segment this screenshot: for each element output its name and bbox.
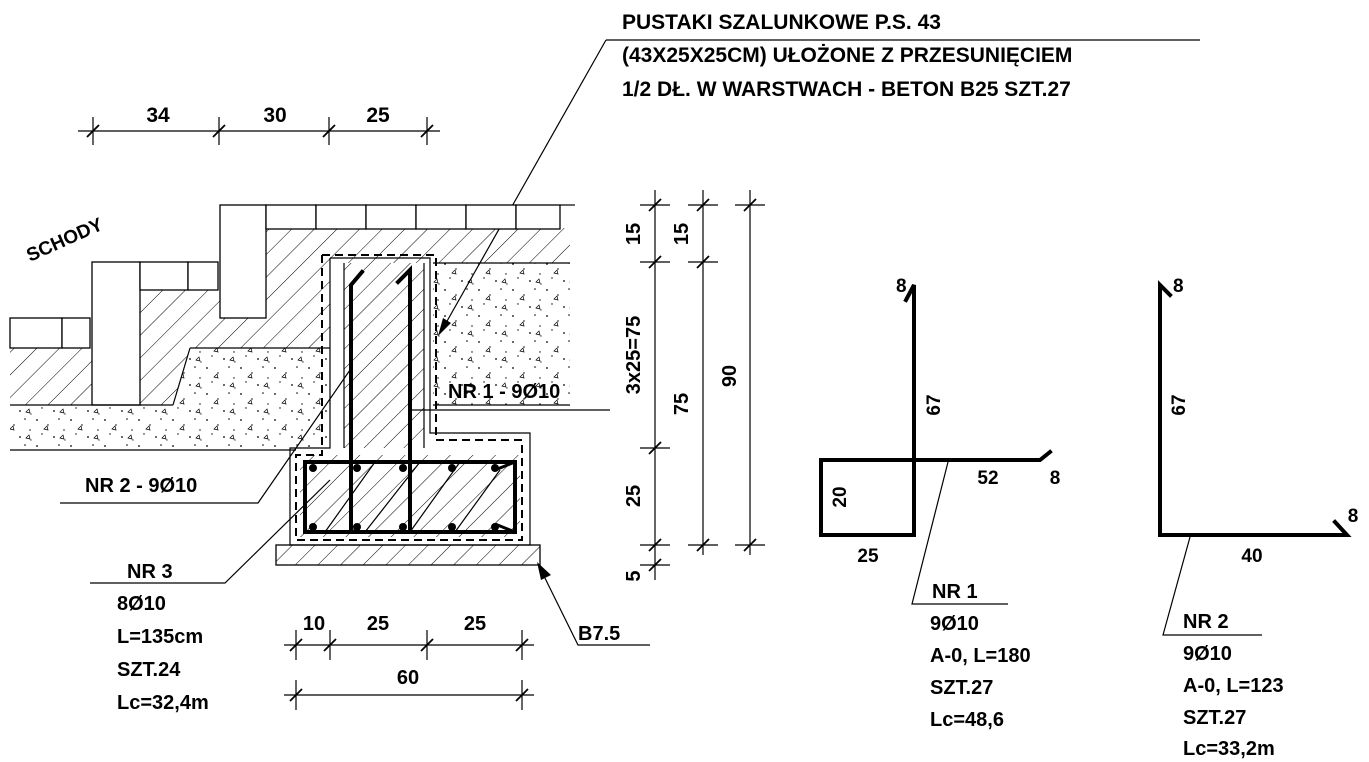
- foundation-cross-section: NR 1 - 9Ø10 NR 2 - 9Ø10 B7.5: [9, 204, 650, 646]
- vertical-dimension-chains: 15 3x25=75 25 5 15 75 90: [623, 190, 765, 582]
- total-width-dim: 60: [397, 667, 419, 689]
- blinding-layer: [275, 544, 541, 566]
- nr2-spec-1: NR 2: [1183, 611, 1229, 633]
- nr1-vertical-dim: 67: [924, 394, 945, 415]
- paving-block: [139, 261, 189, 291]
- nr2-spec-5: Lc=33,2m: [1183, 738, 1275, 760]
- bottom-dim-2: 25: [367, 613, 389, 635]
- paving-block: [61, 317, 91, 349]
- title-block: PUSTAKI SZALUNKOWE P.S. 43 (43X25X25CM) …: [438, 11, 1200, 336]
- stair-block: [91, 261, 141, 406]
- nr2-spec-3: A-0, L=123: [1183, 675, 1284, 697]
- nr3-line-5: Lc=32,4m: [117, 692, 209, 714]
- vdim-left-1: 15: [623, 223, 645, 245]
- nr2-hook-dim: 8: [1173, 276, 1184, 297]
- top-dim-3: 25: [366, 104, 390, 127]
- paving-block: [465, 204, 517, 230]
- bar-nr2-shape: 8 67 8 40: [1158, 276, 1359, 636]
- bar-nr1-in-section: [349, 269, 407, 534]
- nr1-end-hook-dim: 8: [1050, 468, 1061, 489]
- top-dimension-chain: 34 30 25: [78, 104, 440, 145]
- stair-block: [219, 204, 267, 319]
- bottom-dim-3: 25: [464, 613, 486, 635]
- nr1-spec-5: Lc=48,6: [930, 709, 1004, 731]
- bottom-dim-1: 10: [303, 613, 325, 635]
- bar-nr1-spec: NR 1 9Ø10 A-0, L=180 SZT.27 Lc=48,6: [930, 581, 1031, 731]
- nr2-vertical-dim: 67: [1169, 394, 1190, 415]
- nr3-line-1: NR 3: [127, 561, 173, 583]
- bar-nr1-shape: 8 67 52 8 20 25: [819, 276, 1061, 605]
- nr1-spec-3: A-0, L=180: [930, 645, 1031, 667]
- nr1-spec-1: NR 1: [932, 581, 978, 603]
- vdim-left-3: 25: [623, 485, 645, 507]
- paving-block: [515, 204, 561, 230]
- vdim-left-2: 3x25=75: [623, 316, 645, 394]
- paving-block: [315, 204, 367, 230]
- nr1-horizontal-dim: 52: [977, 468, 998, 489]
- bar-nr2-spec: NR 2 9Ø10 A-0, L=123 SZT.27 Lc=33,2m: [1183, 611, 1284, 760]
- vdim-right: 90: [719, 365, 741, 387]
- nr3-line-4: SZT.24: [117, 659, 181, 681]
- vdim-left-4: 5: [623, 570, 645, 581]
- nr3-line-2: 8Ø10: [117, 593, 166, 615]
- title-line-1: PUSTAKI SZALUNKOWE P.S. 43: [622, 11, 941, 34]
- soil-hatch-left: [10, 228, 570, 405]
- title-line-3: 1/2 DŁ. W WARSTWACH - BETON B25 SZT.27: [622, 78, 1071, 101]
- title-line-2: (43X25X25CM) UŁOŻONE Z PRZESUNIĘCIEM: [622, 44, 1072, 67]
- nr2-spec-4: SZT.27: [1183, 707, 1246, 729]
- stairs-label: SCHODY: [23, 214, 106, 266]
- longitudinal-bars: [309, 464, 499, 531]
- nr1-box-height-dim: 20: [830, 486, 851, 507]
- paving-block: [365, 204, 417, 230]
- paving-block: [187, 261, 219, 291]
- paving-block: [415, 204, 467, 230]
- paving-block: [265, 204, 317, 230]
- vdim-mid-1: 15: [671, 223, 693, 245]
- nr3-spec: NR 3 8Ø10 L=135cm SZT.24 Lc=32,4m: [117, 561, 209, 714]
- bottom-dimension-chain: 10 25 25 60: [284, 613, 534, 710]
- nr2-spec-2: 9Ø10: [1183, 643, 1232, 665]
- paving-block: [9, 317, 63, 349]
- nr1-hook-dim: 8: [896, 276, 907, 297]
- nr2-end-hook-dim: 8: [1348, 506, 1359, 527]
- top-dim-1: 34: [146, 104, 170, 127]
- bar-nr2-in-section: [395, 265, 412, 534]
- vdim-mid-2: 75: [671, 393, 693, 415]
- nr1-spec-4: SZT.27: [930, 677, 993, 699]
- concrete-fill-left: [10, 348, 330, 450]
- nr1-box-width-dim: 25: [857, 546, 879, 567]
- top-dim-2: 30: [263, 104, 286, 127]
- leader-nr1-label: NR 1 - 9Ø10: [448, 381, 560, 403]
- blinding-label: B7.5: [578, 623, 620, 645]
- concrete-fill-right: [433, 263, 570, 405]
- leader-nr2-label: NR 2 - 9Ø10: [85, 475, 197, 497]
- nr2-horizontal-dim: 40: [1241, 546, 1262, 567]
- nr3-line-3: L=135cm: [117, 626, 203, 648]
- nr1-spec-2: 9Ø10: [930, 613, 979, 635]
